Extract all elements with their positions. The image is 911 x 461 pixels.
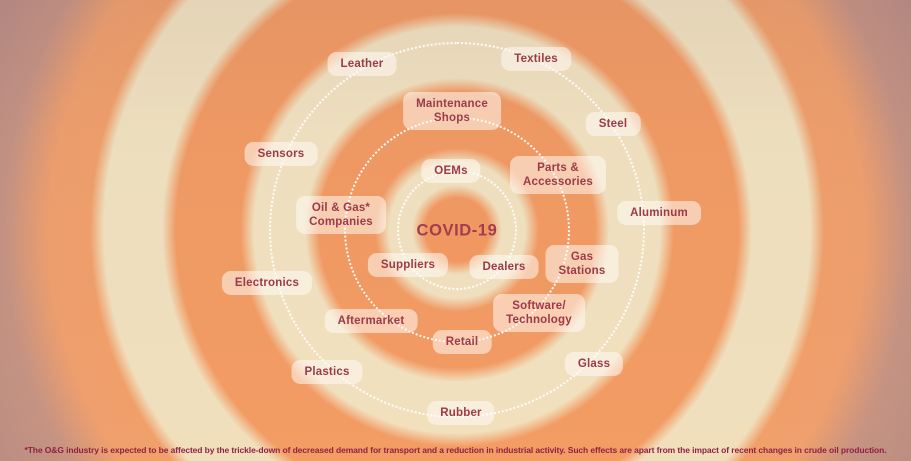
node-electronics: Electronics xyxy=(221,270,313,296)
node-aftermarket: Aftermarket xyxy=(324,308,418,334)
node-rubber: Rubber xyxy=(427,400,495,426)
node-sensors: Sensors xyxy=(244,141,318,167)
node-gas-stations: Gas Stations xyxy=(545,244,619,284)
node-oil-gas-companies: Oil & Gas* Companies xyxy=(296,195,386,235)
node-oems: OEMs xyxy=(421,158,481,184)
footnote: *The O&G industry is expected to be affe… xyxy=(24,445,887,455)
node-retail: Retail xyxy=(432,329,492,355)
node-steel: Steel xyxy=(585,111,641,137)
node-glass: Glass xyxy=(564,351,624,377)
node-suppliers: Suppliers xyxy=(367,252,449,278)
node-dealers: Dealers xyxy=(469,254,539,280)
node-parts-accessories: Parts & Accessories xyxy=(510,155,606,195)
node-plastics: Plastics xyxy=(291,359,363,385)
node-leather: Leather xyxy=(327,51,397,77)
node-software-technology: Software/ Technology xyxy=(493,293,585,333)
node-aluminum: Aluminum xyxy=(617,200,701,226)
covid-19-center-label: COVID-19 xyxy=(416,221,498,240)
node-maintenance-shops: Maintenance Shops xyxy=(403,91,501,131)
node-textiles: Textiles xyxy=(501,46,571,72)
